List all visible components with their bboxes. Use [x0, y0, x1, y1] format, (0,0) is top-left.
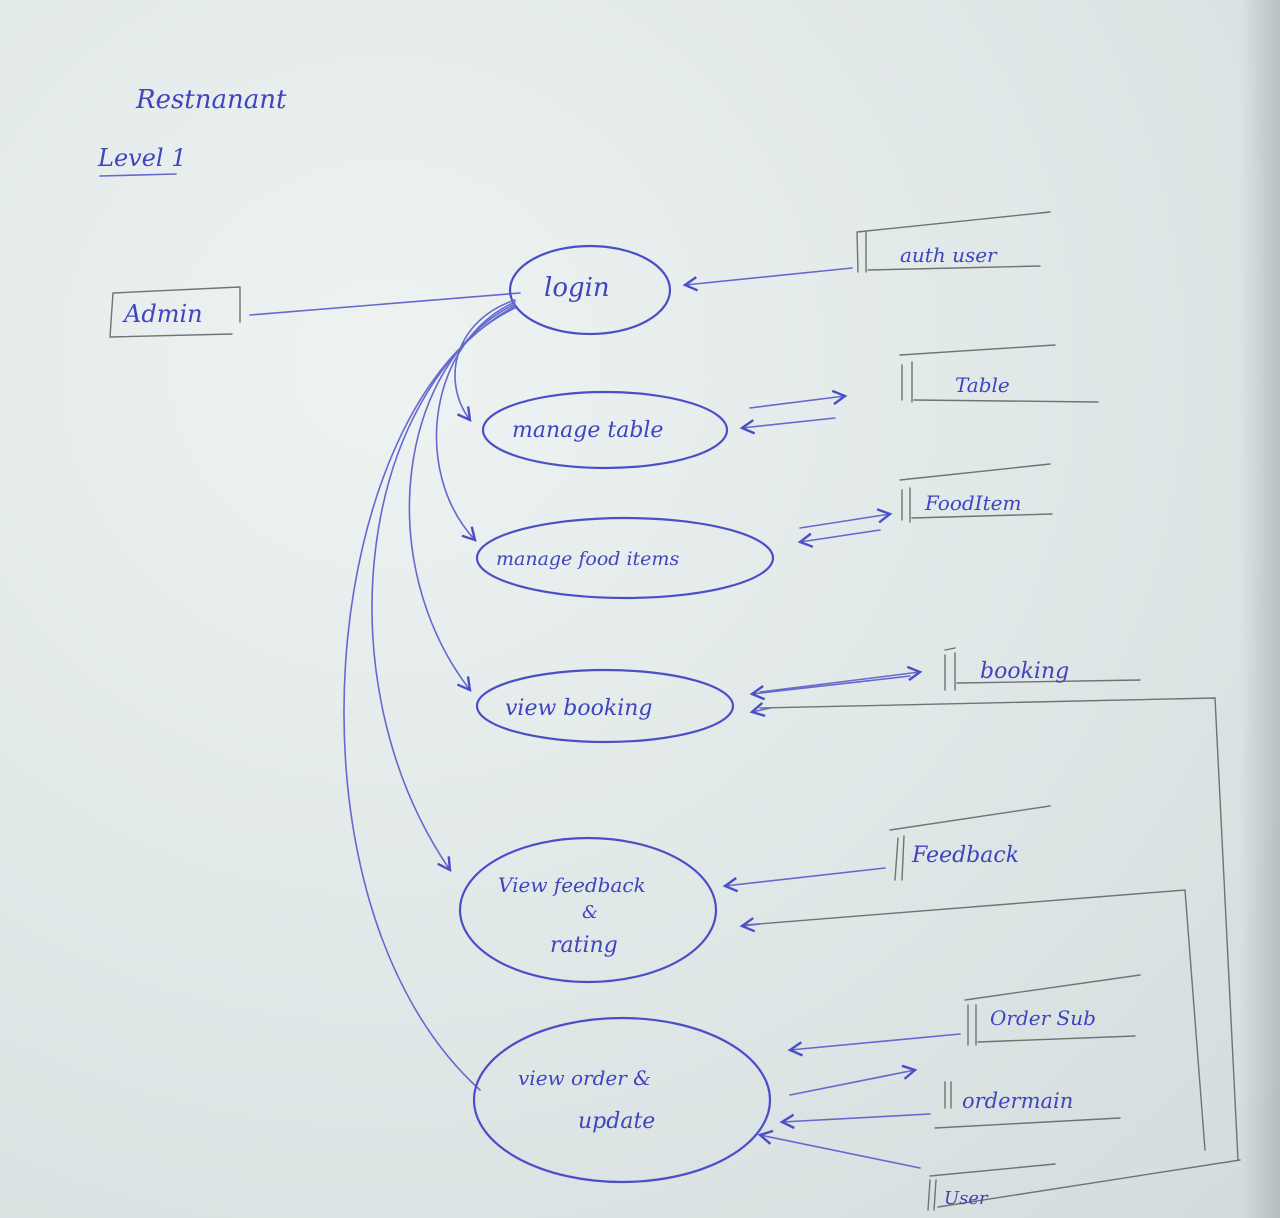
view-order-line1: view order &: [518, 1066, 651, 1090]
flow-viewbooking-booking: [759, 665, 923, 693]
admin-label: Admin: [122, 300, 203, 328]
flow-ordersub-vieworder: [787, 1033, 961, 1057]
user-to-viewbooking-line: [759, 697, 1239, 1161]
view-feedback-line3: rating: [550, 933, 618, 958]
datastore-order-sub: Order Sub: [964, 974, 1141, 1046]
login-label: login: [544, 273, 610, 303]
flow-user-vieworder: [757, 1129, 921, 1169]
flow-booking-viewbooking: [749, 675, 911, 701]
view-order-line2: update: [578, 1109, 655, 1134]
flow-managefood-fooditem: [799, 508, 893, 529]
view-feedback-line1: View feedback: [498, 873, 646, 897]
flow-login-viewfeedback: [371, 305, 516, 873]
authuser-to-login-flow: [682, 267, 853, 292]
level-label: Level 1: [97, 144, 186, 172]
datastore-booking: booking: [944, 647, 1141, 691]
manage-food-process: manage food items: [475, 516, 775, 600]
view-order-process: view order & update: [472, 1016, 772, 1184]
datastore-table: Table: [899, 344, 1099, 403]
food-item-label: FoodItem: [924, 491, 1021, 515]
manage-food-label: manage food items: [496, 548, 679, 570]
flow-vieworder-ordermain: [789, 1064, 918, 1096]
flow-managetable-table: [749, 389, 848, 409]
datastore-user: User: [927, 1159, 1241, 1211]
datastore-auth-user: auth user: [856, 211, 1051, 273]
flow-feedback-viewfeedback: [722, 867, 886, 893]
datastore-order-main: ordermain: [934, 1081, 1121, 1129]
manage-table-label: manage table: [512, 418, 663, 443]
flow-fooditem-managefood: [797, 529, 881, 548]
order-main-label: ordermain: [962, 1089, 1073, 1113]
datastore-feedback: Feedback: [889, 805, 1051, 881]
view-feedback-process: View feedback & rating: [458, 836, 718, 984]
table-label: Table: [955, 373, 1010, 397]
user-to-viewbooking-arrow: [749, 701, 771, 718]
level-underline: [99, 173, 177, 177]
auth-user-label: auth user: [900, 243, 998, 267]
user-label: User: [944, 1188, 989, 1209]
order-sub-label: Order Sub: [990, 1006, 1096, 1030]
flow-table-managetable: [739, 417, 836, 435]
booking-label: booking: [980, 659, 1069, 684]
view-feedback-line2: &: [582, 902, 598, 923]
admin-entity: Admin: [109, 286, 241, 338]
datastore-food-item: FoodItem: [899, 463, 1053, 523]
login-process: login: [508, 244, 672, 336]
feedback-label: Feedback: [911, 843, 1019, 868]
admin-to-login-flow: [249, 292, 521, 316]
diagram-title: Restnanant: [135, 85, 287, 115]
view-booking-process: view booking: [475, 668, 735, 744]
flow-login-managetable: [454, 299, 516, 422]
user-to-viewfeedback-arrow: [739, 917, 761, 933]
flow-ordermain-vieworder: [779, 1113, 931, 1130]
flow-login-viewbooking: [408, 303, 516, 692]
user-to-viewfeedback-line: [744, 889, 1206, 1151]
manage-table-process: manage table: [481, 390, 729, 470]
view-booking-label: view booking: [505, 696, 653, 721]
flow-login-vieworder: [343, 307, 516, 1091]
flow-login-managefood: [435, 301, 516, 542]
